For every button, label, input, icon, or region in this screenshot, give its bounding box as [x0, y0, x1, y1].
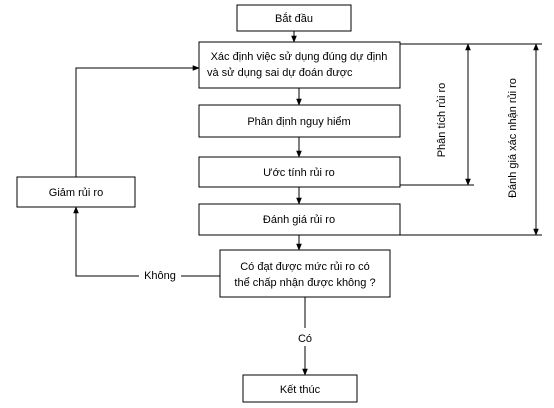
risk-assessment-bracket: Đánh giá xác nhận rủi ro	[400, 43, 542, 236]
end-node: Kết thúc	[242, 374, 358, 403]
acceptable-question-line2: thể chấp nhận được không ?	[234, 277, 375, 289]
hazard-identification-node: Phân định nguy hiểm	[198, 104, 401, 138]
no-branch-arrow-to-risk-reduction	[73, 206, 139, 277]
risk-reduction-label: Giảm rủi ro	[49, 187, 103, 199]
risk-evaluation-label: Đánh giá rủi ro	[263, 214, 335, 226]
intended-use-node: Xác định việc sử dụng đúng dự định và sử…	[198, 41, 401, 89]
intended-use-label-line1: Xác định việc sử dụng đúng dự định	[211, 51, 388, 63]
risk-estimation-node: Ước tính rủi ro	[198, 156, 401, 188]
risk-evaluation-node: Đánh giá rủi ro	[198, 203, 401, 236]
hazard-identification-label: Phân định nguy hiểm	[247, 116, 350, 128]
intended-use-label-line2: và sử dụng sai dự đoán được	[207, 67, 353, 79]
risk-assessment-label: Đánh giá xác nhận rủi ro	[507, 78, 519, 198]
end-label: Kết thúc	[280, 384, 321, 396]
loop-back-arrow-to-intended-use	[75, 65, 200, 177]
acceptable-risk-decision-node: Có đạt được mức rủi ro có thể chấp nhận …	[219, 249, 391, 298]
yes-label: Có	[298, 333, 312, 345]
acceptable-question-line1: Có đạt được mức rủi ro có	[240, 261, 370, 273]
start-label: Bắt đầu	[275, 12, 313, 25]
risk-reduction-node: Giảm rủi ro	[16, 176, 136, 208]
risk-analysis-label: Phân tích rủi ro	[436, 83, 448, 158]
no-label: Không	[144, 270, 176, 282]
risk-estimation-label: Ước tính rủi ro	[263, 167, 335, 179]
start-node: Bắt đầu	[236, 4, 352, 32]
risk-analysis-bracket: Phân tích rủi ro	[400, 43, 474, 186]
